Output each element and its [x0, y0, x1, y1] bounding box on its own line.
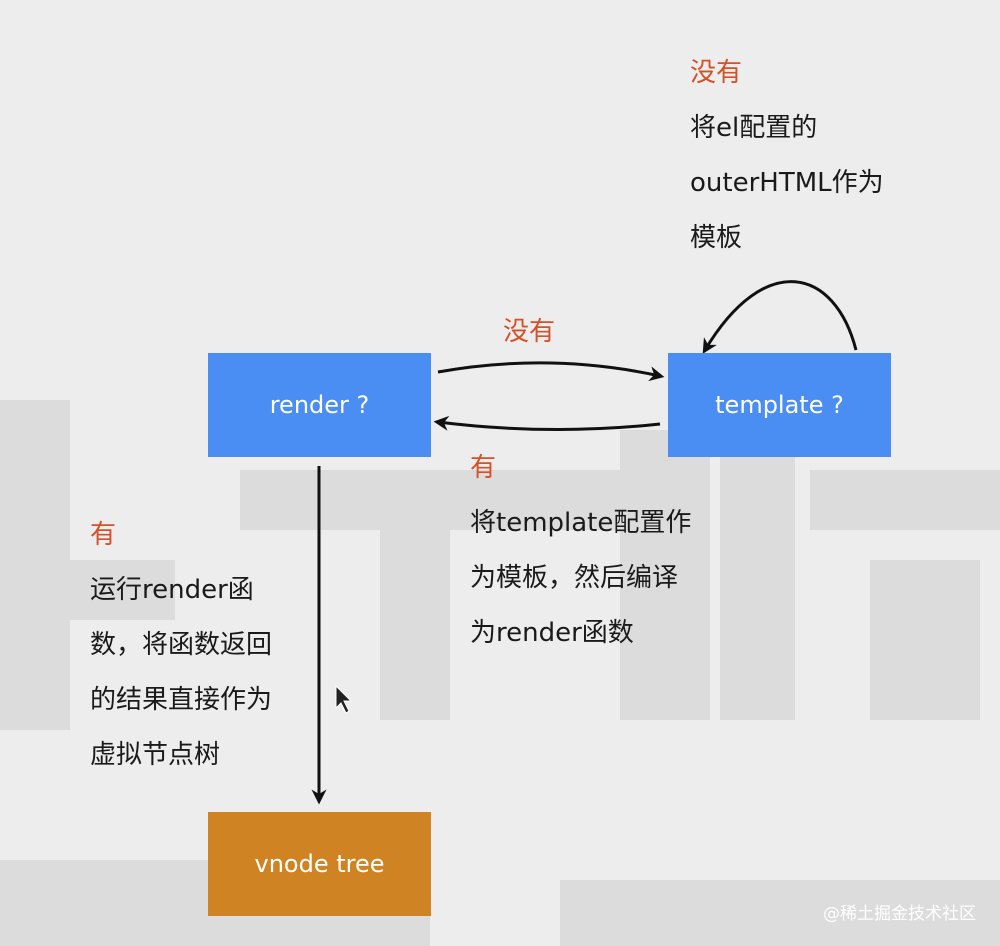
- source-credit: @稀土掘金技术社区: [823, 904, 976, 924]
- arrow-template-to-render: [433, 415, 661, 432]
- template-to-render-line-3: 为render函数: [470, 618, 634, 648]
- arrow-render-to-template: [437, 361, 665, 382]
- self-loop-condition: 没有: [690, 58, 743, 88]
- template-to-render-label: 有 将template配置作 为模板，然后编译 为render函数: [470, 441, 691, 661]
- render-to-vnode-line-3: 的结果直接作为: [90, 685, 273, 715]
- self-loop-line-2: outerHTML作为: [690, 168, 884, 198]
- arrow-template-self-loop: [702, 280, 858, 354]
- template-to-render-line-1: 将template配置作: [470, 508, 692, 538]
- self-loop-line-3: 模板: [690, 223, 743, 253]
- render-node: render ?: [208, 353, 431, 457]
- vnode-tree-node: vnode tree: [208, 812, 431, 916]
- template-node: template ?: [668, 353, 891, 457]
- render-node-label: render ?: [269, 391, 370, 419]
- render-to-vnode-line-4: 虚拟节点树: [90, 740, 221, 770]
- vnode-node-label: vnode tree: [254, 850, 385, 878]
- render-to-vnode-line-2: 数，将函数返回: [90, 630, 273, 660]
- render-to-vnode-condition: 有: [90, 520, 117, 550]
- render-to-vnode-line-1: 运行render函: [90, 575, 254, 605]
- render-to-vnode-label: 有 运行render函 数，将函数返回 的结果直接作为 虚拟节点树: [90, 508, 272, 783]
- self-loop-label: 没有 将el配置的 outerHTML作为 模板: [690, 46, 884, 266]
- template-to-render-condition: 有: [470, 453, 497, 483]
- render-to-template-condition: 没有: [503, 317, 556, 347]
- template-to-render-line-2: 为模板，然后编译: [470, 563, 679, 593]
- template-node-label: template ?: [715, 391, 844, 419]
- self-loop-line-1: 将el配置的: [690, 113, 818, 143]
- mouse-cursor-icon: [335, 684, 353, 714]
